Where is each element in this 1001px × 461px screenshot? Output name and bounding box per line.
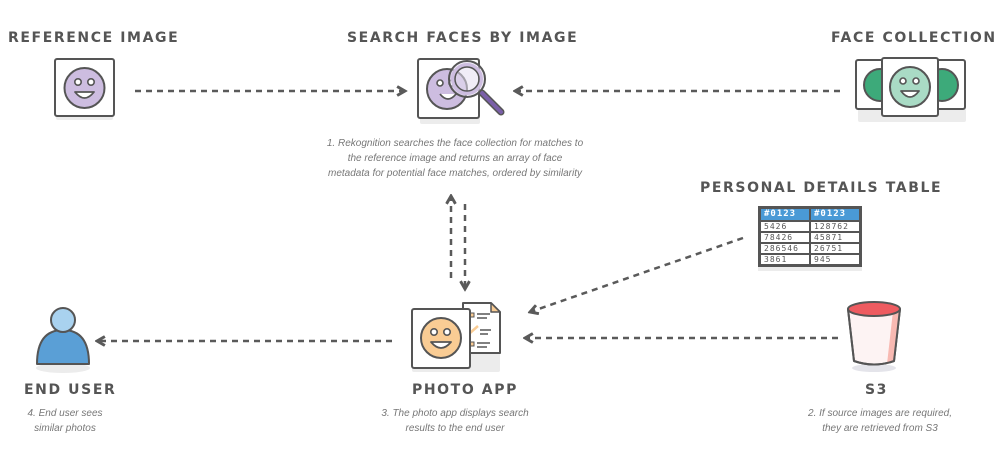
search-faces-title: SEARCH FACES BY IMAGE bbox=[347, 30, 579, 46]
table-cell: 945 bbox=[810, 254, 860, 265]
table-cell: 5426 bbox=[760, 221, 810, 232]
table-row: 78426 45871 bbox=[760, 232, 860, 243]
arrow-table-to-app bbox=[530, 236, 744, 312]
table-row: 5426 128762 bbox=[760, 221, 860, 232]
caption-line: metadata for potential face matches, ord… bbox=[327, 168, 582, 179]
s3-caption: 2. If source images are required, they a… bbox=[790, 406, 970, 436]
table-cell: 26751 bbox=[810, 243, 860, 254]
table-cell: 45871 bbox=[810, 232, 860, 243]
s3-bucket-icon bbox=[847, 301, 901, 372]
reference-image-title: REFERENCE IMAGE bbox=[8, 30, 180, 46]
table-header-cell: #0123 bbox=[810, 208, 860, 221]
personal-details-title: PERSONAL DETAILS TABLE bbox=[700, 180, 943, 196]
table-header-cell: #0123 bbox=[760, 208, 810, 221]
caption-line: they are retrieved from S3 bbox=[822, 423, 938, 434]
caption-line: 4. End user sees bbox=[27, 408, 103, 419]
table-header-row: #0123 #0123 bbox=[760, 208, 860, 221]
photo-app-icon bbox=[411, 302, 501, 372]
end-user-title: END USER bbox=[24, 382, 117, 398]
user-icon bbox=[36, 307, 90, 373]
caption-line: the reference image and returns an array… bbox=[347, 153, 563, 164]
caption-line: 2. If source images are required, bbox=[808, 408, 952, 419]
caption-line: 1. Rekognition searches the face collect… bbox=[326, 138, 584, 149]
table-row: 3861 945 bbox=[760, 254, 860, 265]
green-face-stack-icon bbox=[855, 57, 966, 122]
personal-details-table: #0123 #0123 5426 128762 78426 45871 2865… bbox=[758, 206, 862, 267]
face-magnifier-icon bbox=[417, 58, 505, 124]
table-cell: 128762 bbox=[810, 221, 860, 232]
table-row: 286546 26751 bbox=[760, 243, 860, 254]
face-collection-title: FACE COLLECTION bbox=[831, 30, 997, 46]
table-cell: 78426 bbox=[760, 232, 810, 243]
caption-line: similar photos bbox=[34, 423, 96, 434]
photo-app-caption: 3. The photo app displays search results… bbox=[355, 406, 555, 436]
s3-title: S3 bbox=[865, 382, 889, 398]
table-cell: 3861 bbox=[760, 254, 810, 265]
purple-face-photo-icon bbox=[54, 58, 115, 120]
caption-line: 3. The photo app displays search bbox=[381, 408, 529, 419]
caption-line: results to the end user bbox=[405, 423, 505, 434]
photo-app-title: PHOTO APP bbox=[412, 382, 518, 398]
search-faces-caption: 1. Rekognition searches the face collect… bbox=[300, 136, 610, 181]
table-cell: 286546 bbox=[760, 243, 810, 254]
end-user-caption: 4. End user sees similar photos bbox=[0, 406, 130, 436]
